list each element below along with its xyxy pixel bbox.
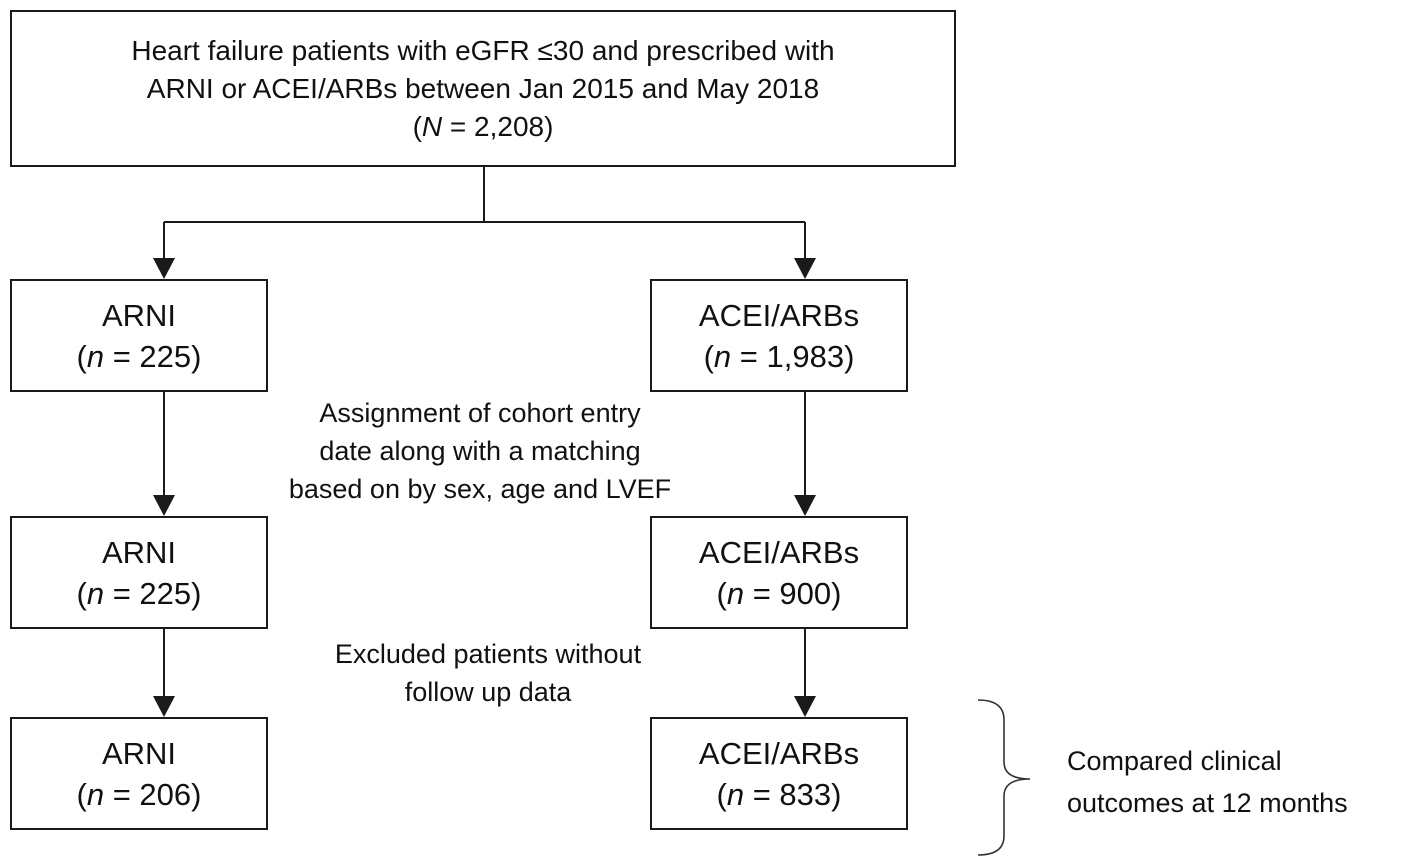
arrow-head-acei-2: [794, 495, 816, 516]
acei-matched-box: ACEI/ARBs (n = 900): [650, 516, 908, 629]
acei-initial-box: ACEI/ARBs (n = 1,983): [650, 279, 908, 392]
arrow-head-arni-2: [153, 495, 175, 516]
comparison-note: Compared clinical outcomes at 12 months: [1067, 740, 1412, 824]
acei-final-count: (n = 833): [716, 776, 842, 812]
arni-final-box: ARNI (n = 206): [10, 717, 268, 830]
cohort-source-box: Heart failure patients with eGFR ≤30 and…: [10, 10, 956, 167]
arni-initial-box: ARNI (n = 225): [10, 279, 268, 392]
arrow-head-arni-3: [153, 696, 175, 717]
curly-brace: [977, 699, 1031, 856]
acei-matched-label: ACEI/ARBs: [698, 534, 860, 570]
arni-initial-label: ARNI: [101, 297, 177, 333]
cohort-total-count: (N = 2,208): [412, 110, 554, 142]
cohort-description-line2: ARNI or ACEI/ARBs between Jan 2015 and M…: [146, 72, 820, 104]
matching-step-note: Assignment of cohort entry date along wi…: [255, 394, 705, 508]
arni-matched-count: (n = 225): [76, 575, 202, 611]
arni-initial-count: (n = 225): [76, 338, 202, 374]
arrow-head-arni-1: [153, 258, 175, 279]
cohort-description-line1: Heart failure patients with eGFR ≤30 and…: [131, 34, 835, 66]
acei-matched-count: (n = 900): [716, 575, 842, 611]
arni-matched-label: ARNI: [101, 534, 177, 570]
arrow-head-acei-3: [794, 696, 816, 717]
arni-final-label: ARNI: [101, 735, 177, 771]
acei-initial-count: (n = 1,983): [703, 338, 855, 374]
acei-final-box: ACEI/ARBs (n = 833): [650, 717, 908, 830]
exclusion-step-note: Excluded patients without follow up data: [268, 635, 708, 711]
arni-final-count: (n = 206): [76, 776, 202, 812]
acei-initial-label: ACEI/ARBs: [698, 297, 860, 333]
acei-final-label: ACEI/ARBs: [698, 735, 860, 771]
arni-matched-box: ARNI (n = 225): [10, 516, 268, 629]
arrow-head-acei-1: [794, 258, 816, 279]
